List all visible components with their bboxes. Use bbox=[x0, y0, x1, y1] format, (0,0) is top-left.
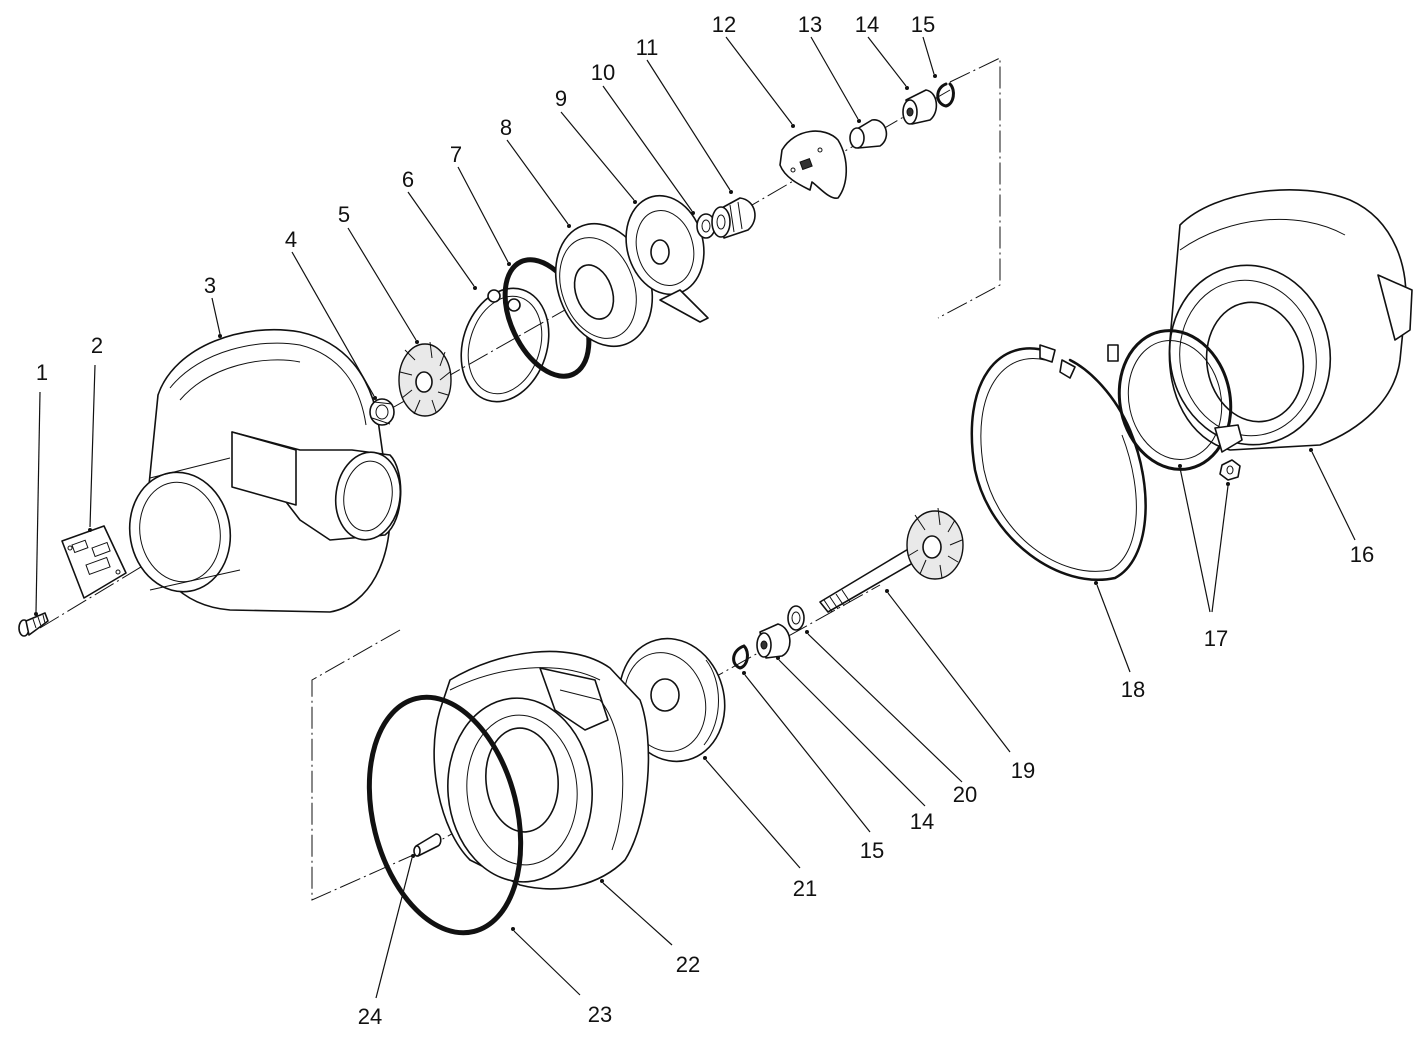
callout-5: 5 bbox=[338, 202, 350, 227]
part-retaining-ring-lower bbox=[732, 644, 749, 670]
callout-7: 7 bbox=[450, 142, 462, 167]
callout-14-upper: 14 bbox=[855, 12, 879, 37]
callout-16: 16 bbox=[1350, 542, 1374, 567]
callout-1: 1 bbox=[36, 360, 48, 385]
callout-22: 22 bbox=[676, 952, 700, 977]
part-dowel-pin bbox=[413, 833, 442, 857]
callout-20: 20 bbox=[953, 782, 977, 807]
callout-3: 3 bbox=[204, 273, 216, 298]
part-collar-lower bbox=[756, 623, 791, 659]
leader-lines bbox=[34, 36, 1356, 999]
callout-labels: 1 2 3 4 5 6 7 8 9 10 11 12 13 14 15 16 1… bbox=[36, 12, 1374, 1029]
callout-17: 17 bbox=[1204, 626, 1228, 651]
callout-19: 19 bbox=[1011, 758, 1035, 783]
part-turbine-wheel-shaft bbox=[819, 507, 964, 613]
part-oil-deflector bbox=[625, 194, 709, 323]
part-thrust-bearing bbox=[779, 130, 848, 199]
callout-6: 6 bbox=[402, 167, 414, 192]
callout-14-lower: 14 bbox=[910, 809, 934, 834]
part-turbine-housing bbox=[1168, 189, 1413, 451]
part-nut bbox=[369, 398, 395, 426]
callout-18: 18 bbox=[1121, 677, 1145, 702]
part-center-housing bbox=[433, 650, 650, 890]
callout-12: 12 bbox=[712, 12, 736, 37]
callout-8: 8 bbox=[500, 115, 512, 140]
part-o-ring-lower bbox=[366, 694, 524, 936]
callout-2: 2 bbox=[91, 333, 103, 358]
part-collar-upper bbox=[902, 89, 938, 125]
callout-4: 4 bbox=[285, 227, 297, 252]
part-compressor-housing bbox=[128, 328, 402, 613]
callout-24: 24 bbox=[358, 1004, 382, 1029]
callout-13: 13 bbox=[798, 12, 822, 37]
part-large-snap-ring bbox=[970, 344, 1147, 581]
part-compressor-wheel bbox=[398, 341, 452, 417]
callout-9: 9 bbox=[555, 86, 567, 111]
part-bushing bbox=[849, 119, 888, 149]
callout-11: 11 bbox=[636, 35, 659, 60]
callout-15-upper: 15 bbox=[911, 12, 935, 37]
part-thrust-sleeve bbox=[711, 197, 756, 239]
callout-10: 10 bbox=[591, 60, 615, 85]
part-retaining-ring-upper bbox=[936, 82, 955, 108]
part-piston-ring bbox=[787, 605, 805, 631]
part-name-plate bbox=[61, 525, 127, 599]
callout-23: 23 bbox=[588, 1002, 612, 1027]
callout-21: 21 bbox=[793, 876, 817, 901]
callout-15-lower: 15 bbox=[860, 838, 884, 863]
part-screw bbox=[18, 612, 49, 637]
